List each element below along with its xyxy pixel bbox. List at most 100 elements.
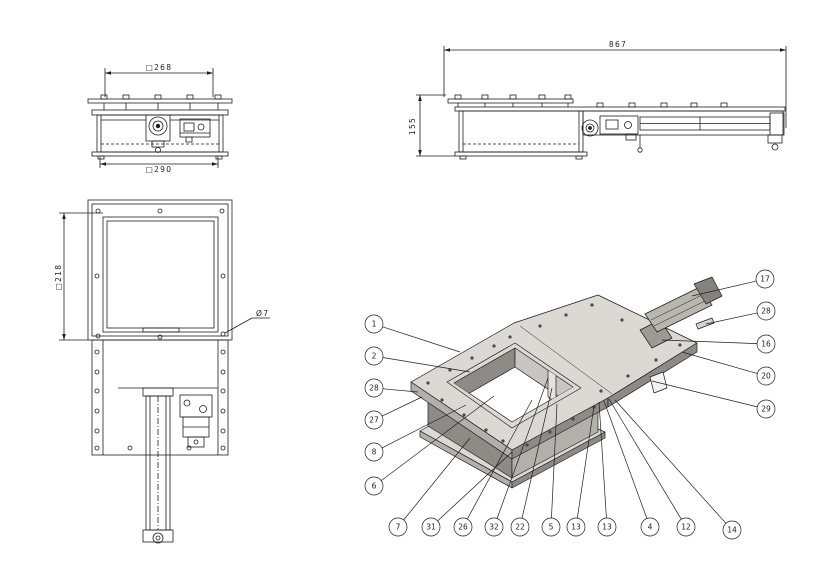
top-flange: [447, 98, 574, 104]
balloon-right-5: 29: [651, 380, 776, 419]
actuator-cylinder-plan: [142, 387, 174, 544]
balloon-number: 2: [372, 352, 377, 361]
balloon-leader: [381, 396, 423, 417]
end-support: [767, 134, 783, 144]
balloon-leader: [466, 399, 533, 520]
balloon-right-3: 16: [661, 334, 776, 354]
dimension-top-width: □268: [104, 63, 214, 97]
balloon-bottom-10: 12: [608, 398, 696, 537]
balloon-number: 26: [458, 523, 468, 532]
balloon-leader: [661, 339, 758, 345]
balloon-number: 29: [761, 405, 771, 414]
front-view: □268: [87, 63, 233, 174]
balloon-number: 7: [396, 523, 401, 532]
dim-front-top-width: □268: [146, 63, 173, 72]
balloon-circle: [364, 442, 384, 462]
balloon-circle: [566, 517, 586, 537]
drive-wheel: [581, 119, 599, 137]
dim-height: 155: [408, 117, 417, 135]
bottom-flange: [454, 151, 588, 157]
balloon-number: 8: [372, 448, 377, 457]
balloon-circle: [756, 366, 776, 386]
isometric-view: [410, 276, 723, 489]
balloon-leader: [381, 404, 467, 449]
balloon-bottom-6: 5: [541, 403, 561, 537]
balloon-number: 12: [681, 523, 691, 532]
balloon-number: 1: [372, 320, 377, 329]
balloon-bottom-11: 14: [614, 399, 742, 540]
balloon-leader: [608, 398, 682, 520]
frame-bolt-holes: [94, 349, 226, 451]
balloon-number: 4: [648, 523, 653, 532]
balloon-leader: [403, 437, 471, 521]
dimension-overall-length: 867: [443, 40, 787, 128]
balloon-circle: [541, 517, 561, 537]
balloon-right-2: 28: [705, 301, 776, 325]
balloon-number: 32: [489, 523, 499, 532]
housing-plate: [454, 106, 786, 112]
balloon-circle: [421, 517, 441, 537]
balloon-leader: [681, 351, 758, 374]
balloon-left-4: 27: [364, 396, 423, 430]
balloon-number: 20: [761, 372, 771, 381]
iso-top-plate: [410, 294, 698, 460]
balloon-circle: [388, 517, 408, 537]
balloon-leader: [437, 451, 513, 522]
balloon-circle: [364, 346, 384, 366]
balloon-bottom-2: 31: [421, 451, 513, 537]
balloon-left-6: 6: [364, 395, 495, 496]
dimension-base-width: □290: [99, 157, 219, 174]
balloon-circle: [755, 269, 775, 289]
slide-housing: [582, 110, 784, 136]
balloon-leader: [651, 380, 758, 408]
balloon-number: 17: [760, 275, 770, 284]
balloon-left-3: 28: [364, 378, 419, 398]
balloon-circle: [364, 476, 384, 496]
valve-body: [458, 110, 584, 153]
balloon-circle: [453, 517, 473, 537]
dim-plan-opening: □218: [54, 264, 63, 291]
valve-block: [179, 118, 211, 143]
bottom-flange: [91, 151, 229, 157]
dim-hole-diameter: Ø7: [256, 309, 269, 318]
balloon-number: 13: [571, 523, 581, 532]
balloon-circle: [722, 520, 742, 540]
dimension-height: 155: [408, 94, 455, 157]
balloon-leader: [382, 326, 461, 353]
balloon-circle: [364, 314, 384, 334]
balloon-bottom-7: 13: [566, 405, 595, 537]
housing-bolts: [596, 102, 728, 108]
balloon-leader: [614, 399, 727, 524]
balloon-circle: [640, 517, 660, 537]
slide-frame: [91, 339, 229, 456]
balloon-circle: [364, 410, 384, 430]
balloon-leader: [382, 388, 419, 393]
cylinder-end-cap: [769, 112, 785, 136]
balloon-right-1: 17: [691, 269, 775, 297]
hole-diameter-callout: Ø7: [224, 309, 270, 334]
balloon-number: 22: [515, 523, 525, 532]
drive-end: [145, 114, 171, 153]
balloon-leader: [521, 387, 553, 519]
balloon-number: 6: [372, 482, 377, 491]
balloon-bottom-5: 22: [510, 387, 553, 537]
valve-block: [599, 115, 639, 141]
balloon-circle: [510, 517, 530, 537]
iso-bolt-holes: [426, 303, 682, 447]
balloon-bottom-3: 26: [453, 399, 533, 537]
balloon-bottom-4: 32: [484, 377, 549, 537]
valve-body: [96, 114, 224, 153]
flange-bolts: [100, 94, 222, 110]
balloon-number: 28: [369, 384, 379, 393]
balloon-number: 5: [549, 523, 554, 532]
plan-view: □218 Ø7: [54, 199, 270, 544]
balloon-number: 28: [761, 307, 771, 316]
balloon-number: 13: [602, 523, 612, 532]
balloon-leader: [496, 377, 549, 519]
balloon-circle: [756, 399, 776, 419]
balloon-leader: [705, 312, 758, 325]
balloon-leader: [382, 357, 471, 373]
balloon-leader: [603, 400, 648, 519]
balloon-circle: [364, 378, 384, 398]
